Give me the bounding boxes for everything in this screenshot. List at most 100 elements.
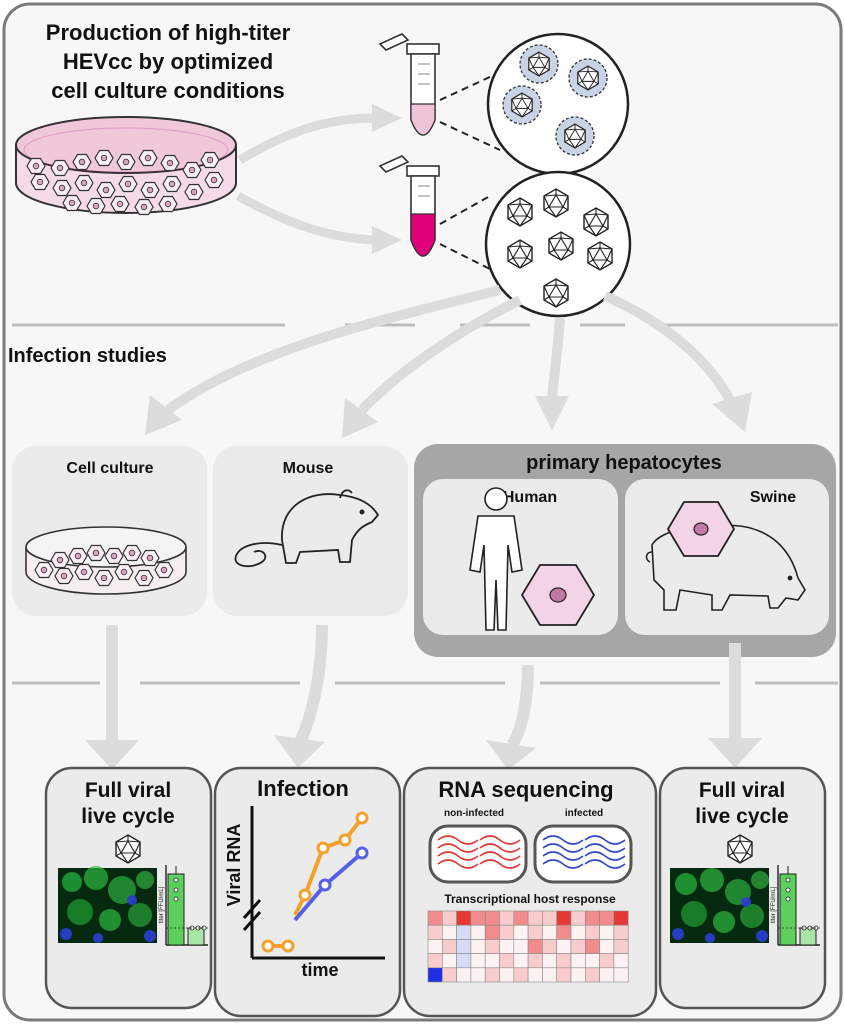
heatmap-cell — [456, 910, 472, 926]
heatmap-cell — [599, 924, 615, 940]
panel-mouse: Mouse — [213, 446, 408, 616]
titer-bar-low-right — [799, 927, 817, 946]
swine-label: Swine — [750, 489, 796, 506]
panel-viral-cycle-right: Full viral live cycle — [658, 766, 827, 1010]
heatmap-cell — [513, 939, 529, 954]
heatmap-cell — [556, 910, 572, 926]
human-label: Human — [503, 489, 557, 506]
heatmap-cell — [570, 924, 586, 940]
heatmap-cell — [584, 939, 600, 954]
heatmap-cell — [456, 924, 472, 940]
heatmap-cell — [584, 910, 600, 926]
arrow-dish-to-tube-2-head — [372, 226, 402, 254]
viral-rna-axis-label: Viral RNA — [224, 824, 244, 907]
heatmap-cell — [570, 953, 586, 969]
heatmap-cell — [427, 910, 443, 926]
heatmap-cell — [542, 924, 558, 940]
heatmap-title: Transcriptional host response — [444, 892, 616, 906]
heatmap-cell — [542, 953, 558, 969]
heatmap-cell — [599, 910, 615, 926]
heatmap-cell — [556, 967, 572, 983]
titer-bar-chart-left: titer [FFU/mL] — [159, 865, 208, 946]
heatmap-cell — [570, 967, 586, 983]
heatmap-cell — [499, 967, 515, 983]
series-blue-point-2 — [355, 846, 369, 860]
heatmap-cell — [556, 953, 572, 969]
infection-studies-title: Infection studies — [8, 345, 167, 367]
blue-transcripts — [542, 835, 626, 869]
panel-viral-cycle-left: Full viral live cycle — [44, 766, 213, 1010]
heatmap-cell — [556, 939, 572, 954]
series-orange-point-early-2 — [281, 939, 295, 953]
tube-high-titer — [378, 155, 440, 257]
petri-dish-large — [15, 116, 237, 216]
series-orange-point-2 — [316, 841, 330, 855]
heatmap-cell — [484, 910, 500, 926]
heatmap-cell — [556, 924, 572, 940]
heatmap-cell — [599, 967, 615, 983]
heatmap-cell — [499, 939, 515, 954]
zoom-circle-naked-virions — [484, 170, 632, 318]
heatmap-cell — [427, 953, 443, 969]
heatmap-cell — [570, 939, 586, 954]
transcriptional-heatmap — [427, 910, 629, 983]
panel-infection-plot: Infection Viral RNA time — [213, 766, 402, 1018]
rna-seq-title: RNA sequencing — [438, 777, 613, 802]
time-axis-label: time — [301, 960, 338, 980]
heatmap-cell — [456, 953, 472, 969]
series-orange-point-1 — [298, 888, 312, 902]
heatmap-cell — [484, 939, 500, 954]
heatmap-cell — [513, 910, 529, 926]
cell-culture-label: Cell culture — [66, 460, 153, 477]
fluorescence-image-left — [58, 866, 157, 943]
heatmap-cell — [499, 953, 515, 969]
infection-plot-title: Infection — [257, 776, 349, 801]
swine-hepatocyte — [666, 501, 736, 557]
production-title-line-3: cell culture conditions — [51, 78, 284, 103]
heatmap-cell — [527, 910, 543, 926]
titer-axis-label-left: titer [FFU/mL] — [159, 886, 165, 923]
heatmap-cell — [484, 967, 500, 983]
infected-label: infected — [565, 808, 603, 819]
heatmap-cell — [613, 953, 629, 969]
heatmap-cell — [584, 967, 600, 983]
heatmap-cell — [542, 967, 558, 983]
panel-rna-sequencing: RNA sequencing non-infected infected Tra… — [402, 766, 658, 1018]
arrow-dish-to-tube-2 — [235, 192, 376, 245]
heatmap-cell — [613, 910, 629, 926]
heatmap-cell — [441, 910, 457, 926]
heatmap-cell — [470, 953, 486, 969]
heatmap-cell — [441, 924, 457, 940]
tube-low-titer — [378, 33, 440, 136]
titer-bar-high-right — [779, 873, 797, 946]
titer-bar-high-left — [167, 873, 185, 946]
heatmap-cell — [527, 953, 543, 969]
heatmap-cell — [427, 939, 443, 954]
mouse-label: Mouse — [283, 460, 334, 477]
production-title-line-1: Production of high-titer — [46, 20, 291, 45]
heatmap-cell — [499, 924, 515, 940]
heatmap-cell — [456, 967, 472, 983]
heatmap-cell — [484, 953, 500, 969]
heatmap-cell — [470, 924, 486, 940]
heatmap-cell — [484, 924, 500, 940]
titer-bar-low-left — [187, 927, 205, 946]
series-orange-point-4 — [355, 811, 369, 825]
heatmap-cell — [441, 939, 457, 954]
heatmap-cell — [499, 910, 515, 926]
viral-cycle-left-title-2: live cycle — [81, 805, 174, 828]
viral-cycle-right-title-2: live cycle — [695, 805, 788, 828]
heatmap-cell — [470, 939, 486, 954]
production-title-line-2: HEVcc by optimized — [63, 49, 273, 74]
heatmap-cell — [599, 939, 615, 954]
heatmap-cell — [542, 939, 558, 954]
heatmap-cell — [427, 967, 443, 983]
heatmap-cell — [513, 967, 529, 983]
titer-bar-chart-right: titer [FFU/mL] — [771, 865, 820, 946]
series-blue-point-1 — [318, 878, 332, 892]
heatmap-cell — [599, 953, 615, 969]
heatmap-cell — [513, 924, 529, 940]
arrow-dish-to-tube-1-head — [372, 104, 402, 132]
heatmap-cell — [613, 967, 629, 983]
